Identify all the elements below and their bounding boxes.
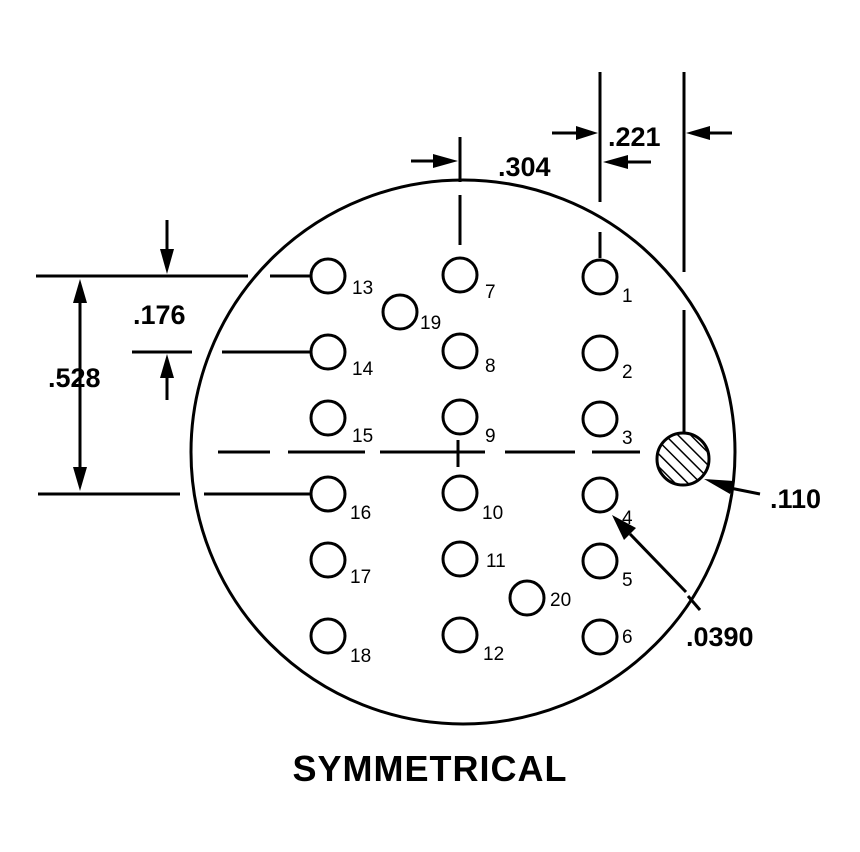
pin-label-9: 9 — [485, 426, 496, 447]
pin-label-7: 7 — [485, 282, 496, 303]
dimension-label-304: .304 — [498, 152, 551, 182]
dimension-label-528: .528 — [48, 363, 101, 393]
pin-label-10: 10 — [482, 503, 503, 524]
pin-label-8: 8 — [485, 356, 496, 377]
dimension-176 — [36, 220, 310, 400]
dimension-528 — [38, 279, 310, 496]
pin-label-12: 12 — [483, 644, 504, 665]
pin-hole-3 — [581, 400, 619, 438]
pin-hole-19 — [381, 293, 419, 331]
pin-label-15: 15 — [352, 426, 373, 447]
pin-hole-8 — [441, 332, 479, 370]
pin-labels: 1 2 3 4 5 6 7 8 9 10 11 12 13 14 15 16 1… — [350, 278, 633, 667]
pin-label-6: 6 — [622, 627, 633, 648]
pin-label-2: 2 — [622, 362, 633, 383]
diagram-caption: SYMMETRICAL — [292, 748, 568, 789]
pin-hole-13 — [309, 257, 347, 295]
polarizing-key — [655, 431, 711, 487]
pin-hole-4 — [581, 476, 619, 514]
dimension-304 — [411, 137, 462, 245]
pin-hole-7 — [441, 256, 479, 294]
pin-hole-14 — [309, 333, 347, 371]
pin-hole-2 — [581, 334, 619, 372]
pin-label-3: 3 — [622, 428, 633, 449]
pin-label-17: 17 — [350, 567, 371, 588]
pin-hole-15 — [309, 399, 347, 437]
pin-hole-5 — [581, 542, 619, 580]
pin-hole-18 — [309, 617, 347, 655]
leader-0390 — [612, 515, 702, 611]
insert-outline — [189, 178, 737, 726]
dimension-label-110: .110 — [770, 484, 821, 514]
pin-hole-20 — [508, 579, 546, 617]
pin-label-20: 20 — [550, 590, 571, 611]
pin-label-18: 18 — [350, 646, 371, 667]
pin-label-5: 5 — [622, 570, 633, 591]
pin-hole-9 — [441, 398, 479, 436]
pin-label-13: 13 — [352, 278, 373, 299]
pin-label-16: 16 — [350, 503, 371, 524]
dimension-label-176: .176 — [133, 300, 186, 330]
pin-hole-17 — [309, 541, 347, 579]
pin-hole-11 — [441, 540, 479, 578]
pin-label-1: 1 — [622, 286, 633, 307]
pin-holes — [309, 256, 619, 656]
pin-label-14: 14 — [352, 359, 374, 380]
pin-hole-10 — [441, 474, 479, 512]
pin-label-11: 11 — [486, 551, 506, 572]
pin-hole-1 — [581, 258, 619, 296]
dimension-label-221: .221 — [608, 122, 661, 152]
pin-label-4: 4 — [622, 508, 633, 529]
dimension-221 — [552, 72, 732, 433]
dimension-label-0390: .0390 — [686, 622, 754, 652]
pin-label-19: 19 — [420, 313, 441, 334]
pin-hole-16 — [309, 475, 347, 513]
pin-hole-12 — [441, 616, 479, 654]
leader-110 — [704, 479, 761, 496]
pin-hole-6 — [581, 618, 619, 656]
